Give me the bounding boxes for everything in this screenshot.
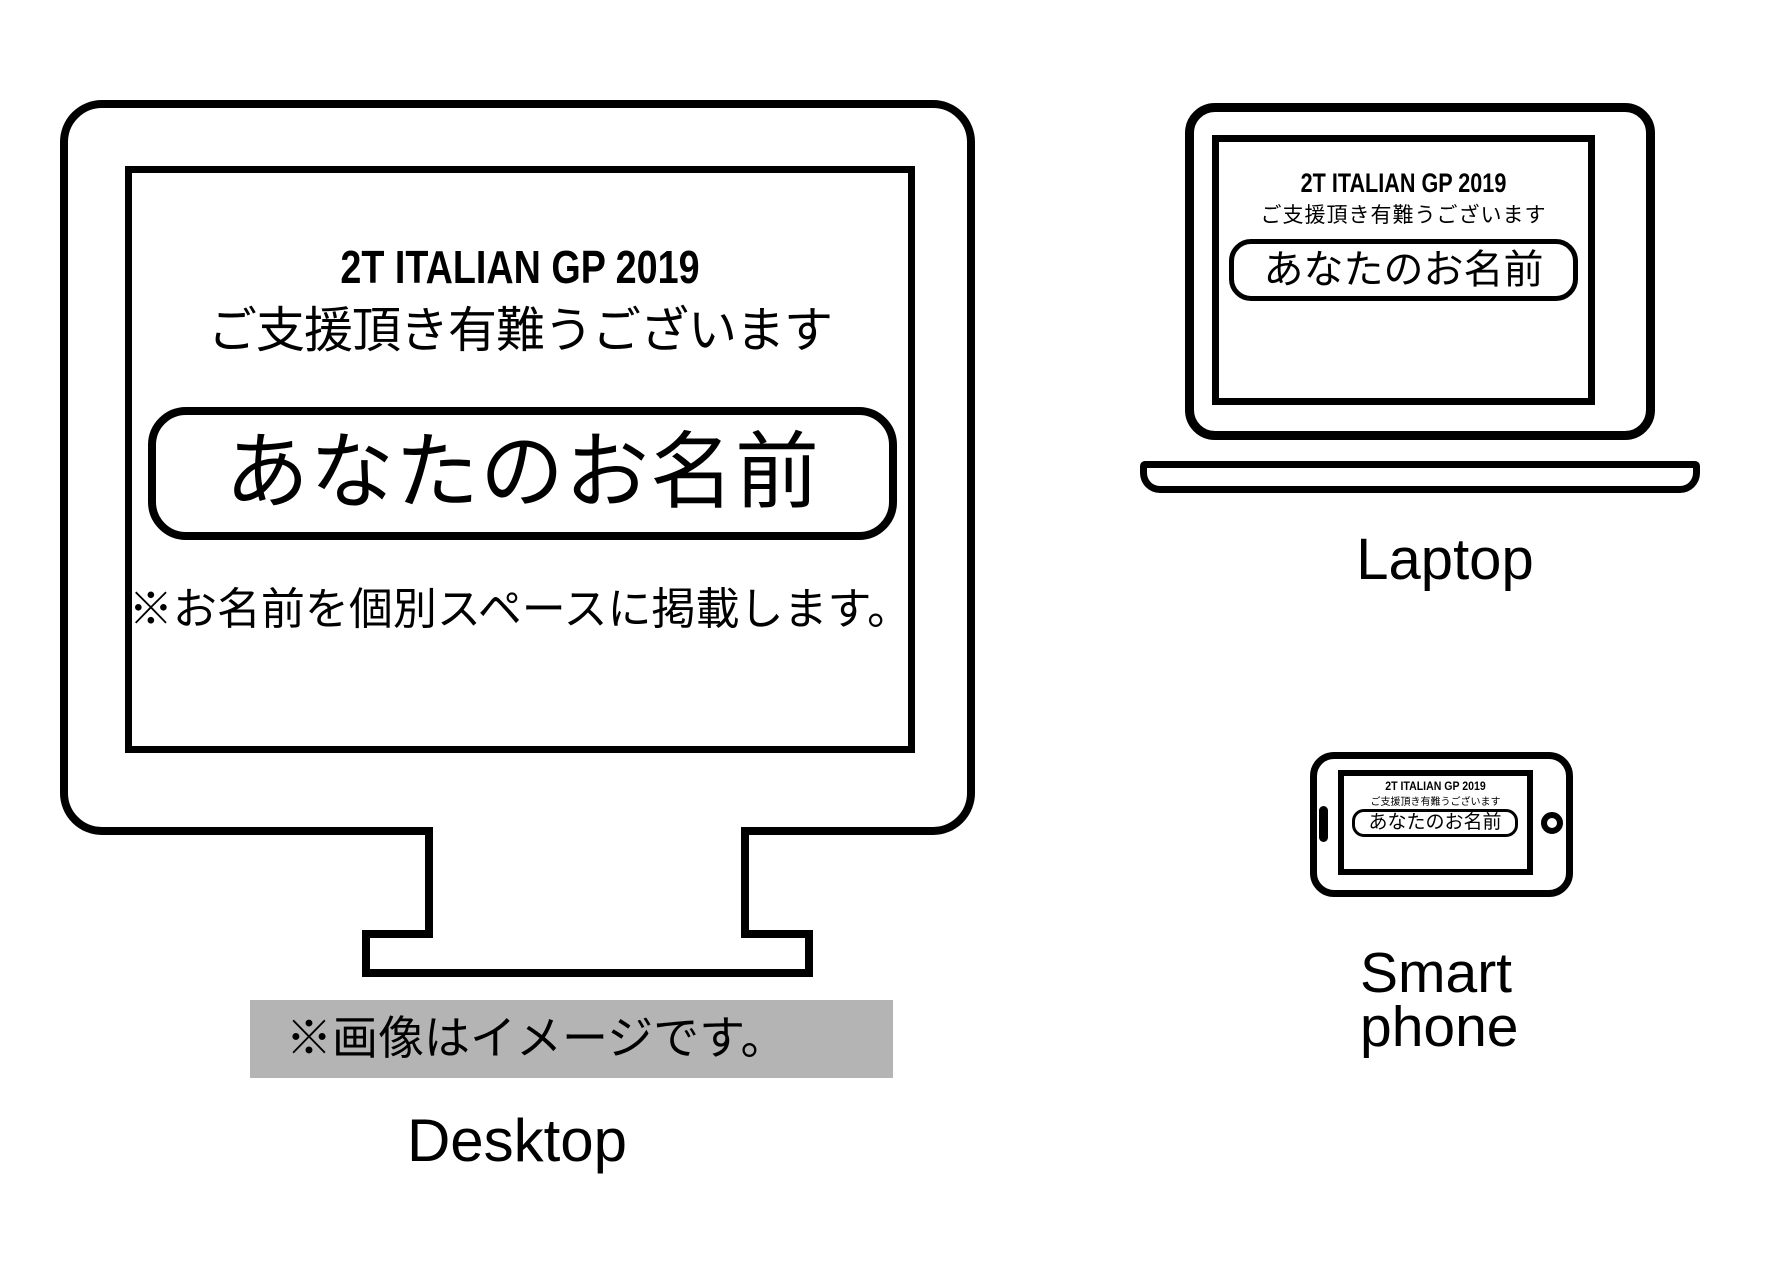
desktop-screen-title: 2T ITALIAN GP 2019 [340,241,700,293]
image-disclaimer-text: ※画像はイメージです。 [286,1012,787,1064]
smartphone-label-line1: Smart [1360,941,1513,1005]
monitor-stand-neck [425,833,749,930]
laptop-screen [1212,135,1595,405]
laptop-screen-title: 2T ITALIAN GP 2019 [1300,168,1507,198]
desktop-device-label: Desktop [406,1107,628,1174]
desktop-name-placeholder: あなたのお名前 [224,425,820,519]
monitor-stand-base-ledge-right [741,930,813,938]
desktop-monitor-stand-gap [433,823,741,838]
home-button-icon [1541,812,1563,834]
smartphone-screen-title: 2T ITALIAN GP 2019 [1385,779,1486,793]
monitor-stand-base-ledge-left [362,930,433,938]
desktop-screen [125,166,915,753]
laptop-name-box: あなたのお名前 [1229,239,1578,301]
laptop-device-label: Laptop [1356,527,1534,592]
smartphone-name-placeholder: あなたのお名前 [1368,812,1502,833]
laptop-base [1140,461,1700,493]
laptop-screen-subtitle: ご支援頂き有難うございます [1260,204,1547,227]
smartphone-screen [1338,770,1533,875]
phone-speaker-icon [1319,806,1328,842]
smartphone-label-line2: phone [1360,995,1519,1059]
laptop-name-placeholder: あなたのお名前 [1263,248,1544,292]
image-disclaimer-bar: ※画像はイメージです。 [250,1000,893,1078]
desktop-name-box: あなたのお名前 [148,407,897,540]
monitor-stand-base [362,930,813,977]
desktop-screen-subtitle: ご支援頂き有難うございます [207,304,833,358]
desktop-screen-note: ※お名前を個別スペースに掲載します。 [128,585,912,634]
smartphone-screen-subtitle: ご支援頂き有難うございます [1370,797,1501,808]
smartphone-name-box: あなたのお名前 [1352,809,1518,837]
smartphone-device-label: Smart phone [1360,941,1680,1059]
